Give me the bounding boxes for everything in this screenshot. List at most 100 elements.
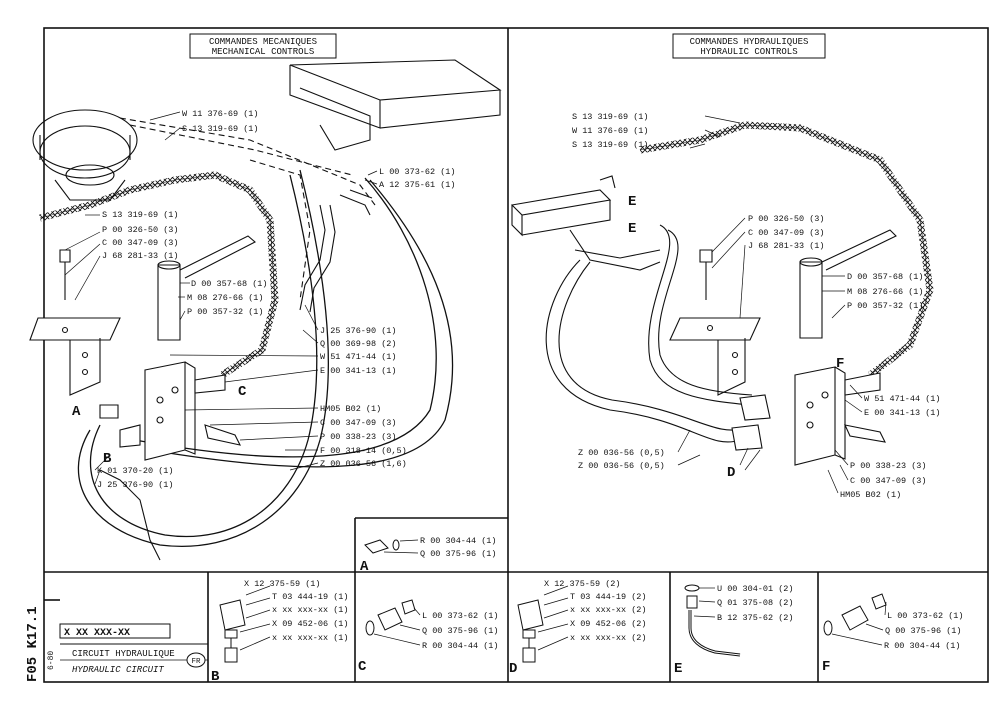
hydraulic-part-labels: S 13 319-69 (1) W 11 376-69 (1) S 13 319…: [572, 112, 941, 500]
mechanical-drawing: [29, 59, 502, 561]
part-label: W 11 376-69 (1): [182, 109, 259, 119]
detail-letter: C: [358, 659, 367, 675]
part-label: T 03 444-19 (2): [570, 592, 647, 602]
circuit-title-en: HYDRAULIC CIRCUIT: [72, 665, 164, 675]
part-label: R 00 304-44 (1): [422, 641, 499, 651]
hydraulic-leader-lines: [677, 115, 863, 494]
part-label: P 00 326-50 (3): [102, 225, 179, 235]
part-label: P 00 357-32 (1): [187, 307, 264, 317]
part-label: X 09 452-06 (2): [570, 619, 647, 629]
part-label: HM05 B02 (1): [320, 404, 381, 414]
part-label: P 00 338-23 (3): [320, 432, 397, 442]
part-label: Z 00 036-56 (0,5): [578, 448, 665, 458]
part-label: C 00 347-09 (3): [320, 418, 397, 428]
part-label: Q 01 375-08 (2): [717, 598, 794, 608]
mechanical-callout-letters: A B C: [72, 384, 247, 467]
part-label: x xx xxx-xx (2): [570, 633, 647, 643]
detail-letter: F: [822, 659, 830, 675]
detail-b: X 12 375-59 (1) T 03 444-19 (1) x xx xxx…: [211, 579, 349, 685]
part-label: Z 00 036-56 (1,6): [320, 459, 407, 469]
part-label: P 00 338-23 (3): [850, 461, 927, 471]
sheet-code: F05 K17.1: [25, 606, 41, 682]
svg-text:C: C: [238, 384, 247, 400]
part-label: D 00 357-68 (1): [191, 279, 268, 289]
detail-d: X 12 375-59 (2) T 03 444-19 (2) x xx xxx…: [509, 579, 647, 677]
language-code: FR: [191, 658, 201, 666]
part-label: R 00 304-44 (1): [884, 641, 961, 651]
svg-text:F: F: [836, 356, 844, 372]
part-label: S 13 319-69 (1): [572, 112, 649, 122]
detail-letter: A: [360, 559, 369, 575]
part-label: K 01 370-20 (1): [97, 466, 174, 476]
part-label: P 00 326-50 (3): [748, 214, 825, 224]
part-label: X 12 375-59 (2): [544, 579, 621, 589]
part-label: Q 00 369-98 (2): [320, 339, 397, 349]
detail-e: U 00 304-01 (2) Q 01 375-08 (2) B 12 375…: [674, 584, 794, 677]
part-label: E 00 341-13 (1): [320, 366, 397, 376]
svg-text:D: D: [727, 465, 735, 481]
mechanical-title-fr: COMMANDES MECANIQUES: [209, 37, 317, 47]
detail-c: L 00 373-62 (1) Q 00 375-96 (1) R 00 304…: [358, 599, 499, 675]
part-label: L 00 373-62 (1): [379, 167, 456, 177]
part-label: W 51 471-44 (1): [320, 352, 397, 362]
part-label: J 25 376-90 (1): [97, 480, 174, 490]
revision-date: 6-80: [47, 651, 56, 670]
svg-text:B: B: [103, 451, 112, 467]
mechanical-leader-lines: [64, 111, 378, 485]
hydraulic-drawing: [510, 121, 934, 466]
detail-f: L 00 373-62 (1) Q 00 375-96 (1) R 00 304…: [822, 593, 964, 675]
part-label: J 25 376-90 (1): [320, 326, 397, 336]
part-label: x xx xxx-xx (2): [570, 605, 647, 615]
part-label: B 12 375-62 (2): [717, 613, 794, 623]
detail-a: R 00 304-44 (1) Q 00 375-96 (1) A: [360, 536, 497, 575]
part-label: P 00 357-32 (1): [847, 301, 924, 311]
hydraulic-title-en: HYDRAULIC CONTROLS: [700, 47, 797, 57]
part-label: S 13 319-69 (1): [572, 140, 649, 150]
mechanical-title-en: MECHANICAL CONTROLS: [212, 47, 315, 57]
part-label: A 12 375-61 (1): [379, 180, 456, 190]
part-label: C 00 347-09 (3): [850, 476, 927, 486]
detail-letter: D: [509, 661, 517, 677]
svg-text:E: E: [628, 194, 636, 210]
part-label: E 00 341-13 (1): [864, 408, 941, 418]
part-label: X 12 375-59 (1): [244, 579, 321, 589]
svg-text:E: E: [628, 221, 636, 237]
part-label: D 00 357-68 (1): [847, 272, 924, 282]
part-label: HM05 B02 (1): [840, 490, 901, 500]
frame: [43, 27, 989, 683]
part-label: L 00 373-62 (1): [887, 611, 964, 621]
part-label: M 08 276-66 (1): [847, 287, 924, 297]
part-label: F 00 318-14 (0,5): [320, 446, 407, 456]
part-label: J 68 281-33 (1): [748, 241, 825, 251]
part-label: S 13 319-69 (1): [102, 210, 179, 220]
part-label: T 03 444-19 (1): [272, 592, 349, 602]
part-label: L 00 373-62 (1): [422, 611, 499, 621]
detail-letter: E: [674, 661, 682, 677]
part-label: W 11 376-69 (1): [572, 126, 649, 136]
drawing-ref: X XX XXX-XX: [64, 628, 130, 639]
hydraulic-callout-letters: E E F D: [628, 194, 844, 481]
hydraulic-title-fr: COMMANDES HYDRAULIQUES: [690, 37, 809, 47]
part-label: C 00 347-09 (3): [102, 238, 179, 248]
part-label: W 51 471-44 (1): [864, 394, 941, 404]
hydraulic-controls-title: COMMANDES HYDRAULIQUES HYDRAULIC CONTROL…: [672, 33, 826, 59]
part-label: Q 00 375-96 (1): [885, 626, 962, 636]
part-label: C 00 347-09 (3): [748, 228, 825, 238]
part-label: x xx xxx-xx (1): [272, 605, 349, 615]
svg-text:A: A: [72, 404, 81, 420]
mechanical-part-labels: W 11 376-69 (1) S 13 319-69 (1) L 00 373…: [97, 109, 456, 490]
part-label: x xx xxx-xx (1): [272, 633, 349, 643]
title-block: X XX XXX-XX CIRCUIT HYDRAULIQUE HYDRAULI…: [25, 606, 208, 682]
part-label: Q 00 375-96 (1): [420, 549, 497, 559]
mechanical-controls-title: COMMANDES MECANIQUES MECHANICAL CONTROLS: [189, 33, 337, 59]
part-label: S 13 319-69 (1): [182, 124, 259, 134]
part-label: U 00 304-01 (2): [717, 584, 794, 594]
part-label: X 09 452-06 (1): [272, 619, 349, 629]
part-label: M 08 276-66 (1): [187, 293, 264, 303]
part-label: J 68 281-33 (1): [102, 251, 179, 261]
part-label: R 00 304-44 (1): [420, 536, 497, 546]
part-label: Z 00 036-56 (0,5): [578, 461, 665, 471]
circuit-title-fr: CIRCUIT HYDRAULIQUE: [72, 649, 175, 659]
detail-letter: B: [211, 669, 220, 685]
